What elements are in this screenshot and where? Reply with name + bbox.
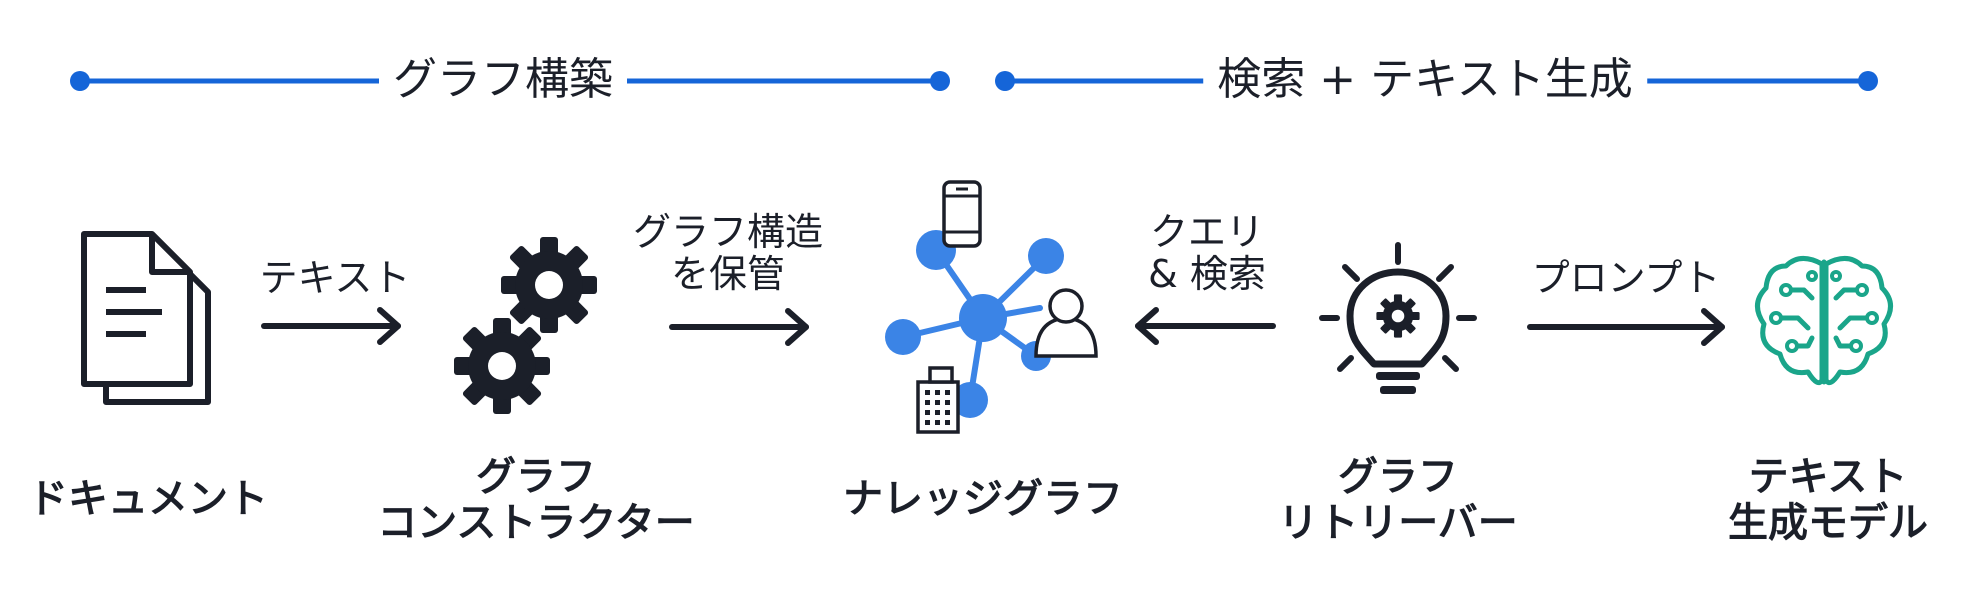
edge-label-text: テキスト	[259, 256, 411, 300]
node-label-line: グラフ	[475, 454, 596, 500]
edge-label-line: グラフ構造	[632, 210, 824, 254]
node-label-document: ドキュメント	[28, 476, 268, 522]
edge-label-prompt: プロンプト	[1531, 256, 1721, 300]
phase-endpoint-right	[930, 71, 950, 91]
person-icon	[1034, 288, 1098, 358]
node-label-line: グラフ	[1337, 454, 1458, 500]
node-label-line: テキスト	[1748, 454, 1908, 500]
arrow-retriever-to-graph	[1135, 307, 1276, 345]
arrow-retriever-to-model	[1527, 308, 1725, 346]
lightbulb-gear-icon	[1319, 242, 1477, 394]
phase-label-build: グラフ構築	[379, 58, 627, 102]
edge-label-line: テキスト	[259, 256, 411, 300]
node-label-line: リトリーバー	[1278, 500, 1518, 546]
phase-endpoint-left	[70, 71, 90, 91]
arrow-constructor-to-graph	[669, 308, 809, 346]
edge-label-line: クエリ	[1149, 210, 1264, 254]
edge-label-query-search: クエリ & 検索	[1148, 210, 1266, 296]
node-label-text-generation-model: テキスト 生成モデル	[1728, 454, 1928, 546]
edge-label-store-graph: グラフ構造 を保管	[632, 210, 824, 296]
edge-label-line: プロンプト	[1531, 256, 1721, 300]
edge-label-line: を保管	[670, 251, 786, 296]
phase-endpoint-right	[1858, 71, 1878, 91]
node-label-line: ドキュメント	[28, 476, 268, 522]
node-label-knowledge-graph: ナレッジグラフ	[843, 476, 1123, 522]
gears-icon	[454, 237, 597, 414]
building-icon	[916, 366, 960, 434]
brain-circuit-icon	[1755, 256, 1893, 386]
edge-label-line: & 検索	[1148, 251, 1266, 296]
node-label-line: ナレッジグラフ	[843, 476, 1123, 522]
arrow-document-to-constructor	[261, 307, 401, 345]
node-label-line: コンストラクター	[377, 500, 695, 546]
node-label-line: 生成モデル	[1728, 500, 1928, 546]
knowledge-graph-icon	[885, 180, 1098, 434]
phone-icon	[942, 180, 982, 248]
document-icon	[81, 231, 211, 405]
node-label-graph-retriever: グラフ リトリーバー	[1278, 454, 1518, 546]
phase-endpoint-left	[995, 71, 1015, 91]
node-label-graph-constructor: グラフ コンストラクター	[377, 454, 695, 546]
phase-label-retrieve: 検索 + テキスト生成	[1203, 58, 1647, 102]
